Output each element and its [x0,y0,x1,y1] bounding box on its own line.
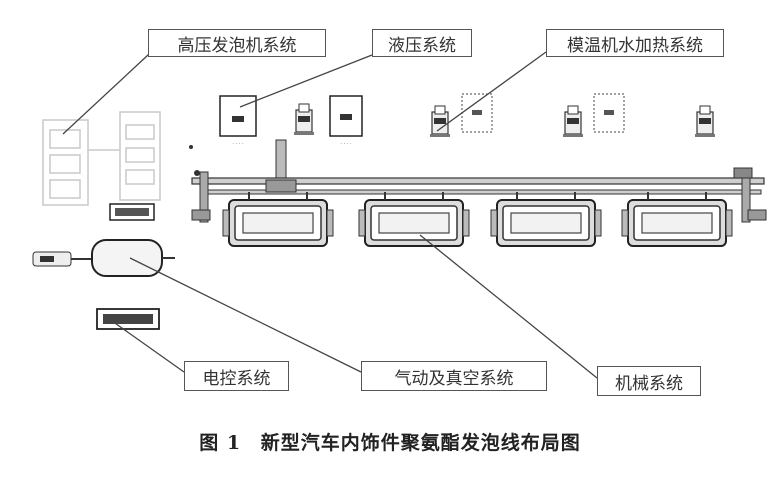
hydraulic-unit-3: · · · · [329,95,363,147]
svg-text:· · · ·: · · · · [340,141,352,147]
mold-carrier-3 [490,191,602,247]
figure-number: 图 1 [199,432,242,454]
hp-foam-control-box [109,203,155,221]
figure-title: 新型汽车内饰件聚氨酯发泡线布局图 [260,432,581,454]
mold-temp-tank-1 [461,93,493,133]
label-electric-control-system: 电控系统 [184,361,289,391]
label-hydraulic-system: 液压系统 [372,29,472,57]
label-pneumatic-vacuum-system: 气动及真空系统 [361,361,547,391]
electric-cabinet [96,308,160,330]
mechanical-rail [189,139,767,223]
label-hp-foam-system: 高压发泡机系统 [148,29,326,57]
mold-carrier-1 [222,191,334,247]
figure-caption: 图 1 新型汽车内饰件聚氨酯发泡线布局图 [0,428,780,455]
mold-temp-unit-2 [562,105,584,138]
hp-foam-machine [42,111,161,206]
mold-temp-unit-1 [429,105,451,138]
mold-temp-unit-3 [694,105,716,138]
mold-carrier-4 [621,191,733,247]
hydraulic-unit-1: · · · · [219,95,257,147]
vacuum-tank [32,239,175,277]
svg-text:· · · ·: · · · · [232,141,244,147]
mold-carrier-2 [358,191,470,247]
label-mold-temp-system: 模温机水加热系统 [546,29,724,57]
mold-temp-tank-2 [593,93,625,133]
label-mechanical-system: 机械系统 [597,366,701,396]
hydraulic-unit-2 [293,103,315,136]
